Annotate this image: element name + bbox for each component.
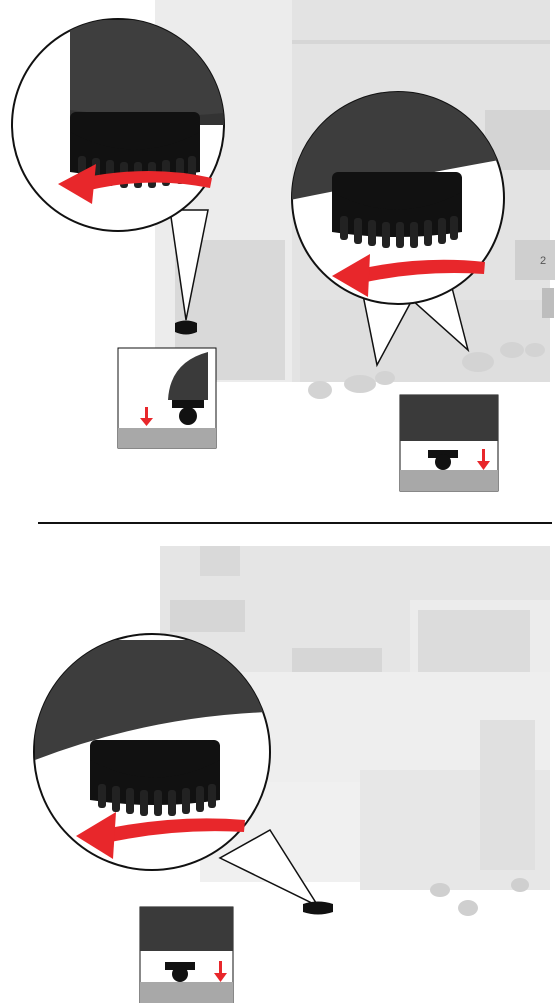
foot-knob-bottom <box>303 902 333 915</box>
tray-number-label: 2 <box>540 255 546 267</box>
bottom-panel <box>34 546 550 1003</box>
top-panel: 2 <box>12 0 555 491</box>
inset-right <box>400 395 498 491</box>
foot-knob-left <box>175 321 197 335</box>
inset-left <box>118 348 216 448</box>
inset-bottom <box>140 907 233 1003</box>
